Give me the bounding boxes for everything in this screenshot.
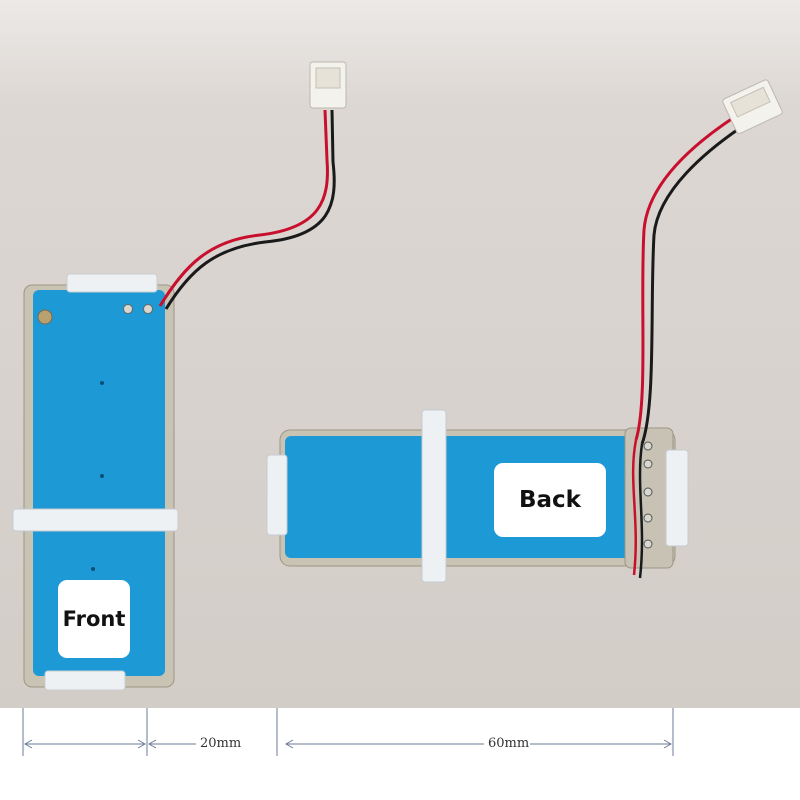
front-label: Front <box>58 580 130 658</box>
pcb-back <box>266 409 689 583</box>
dimension-lines <box>22 708 674 756</box>
product-photo: Front Back <box>0 0 800 708</box>
back-label: Back <box>494 463 606 537</box>
photo-scene <box>0 0 800 708</box>
dimension-annotations: 20mm 60mm <box>0 708 800 800</box>
wire-back <box>631 79 783 579</box>
dimension-20mm: 20mm <box>200 736 242 751</box>
dimension-60mm: 60mm <box>488 736 530 751</box>
wire-front <box>158 61 347 310</box>
